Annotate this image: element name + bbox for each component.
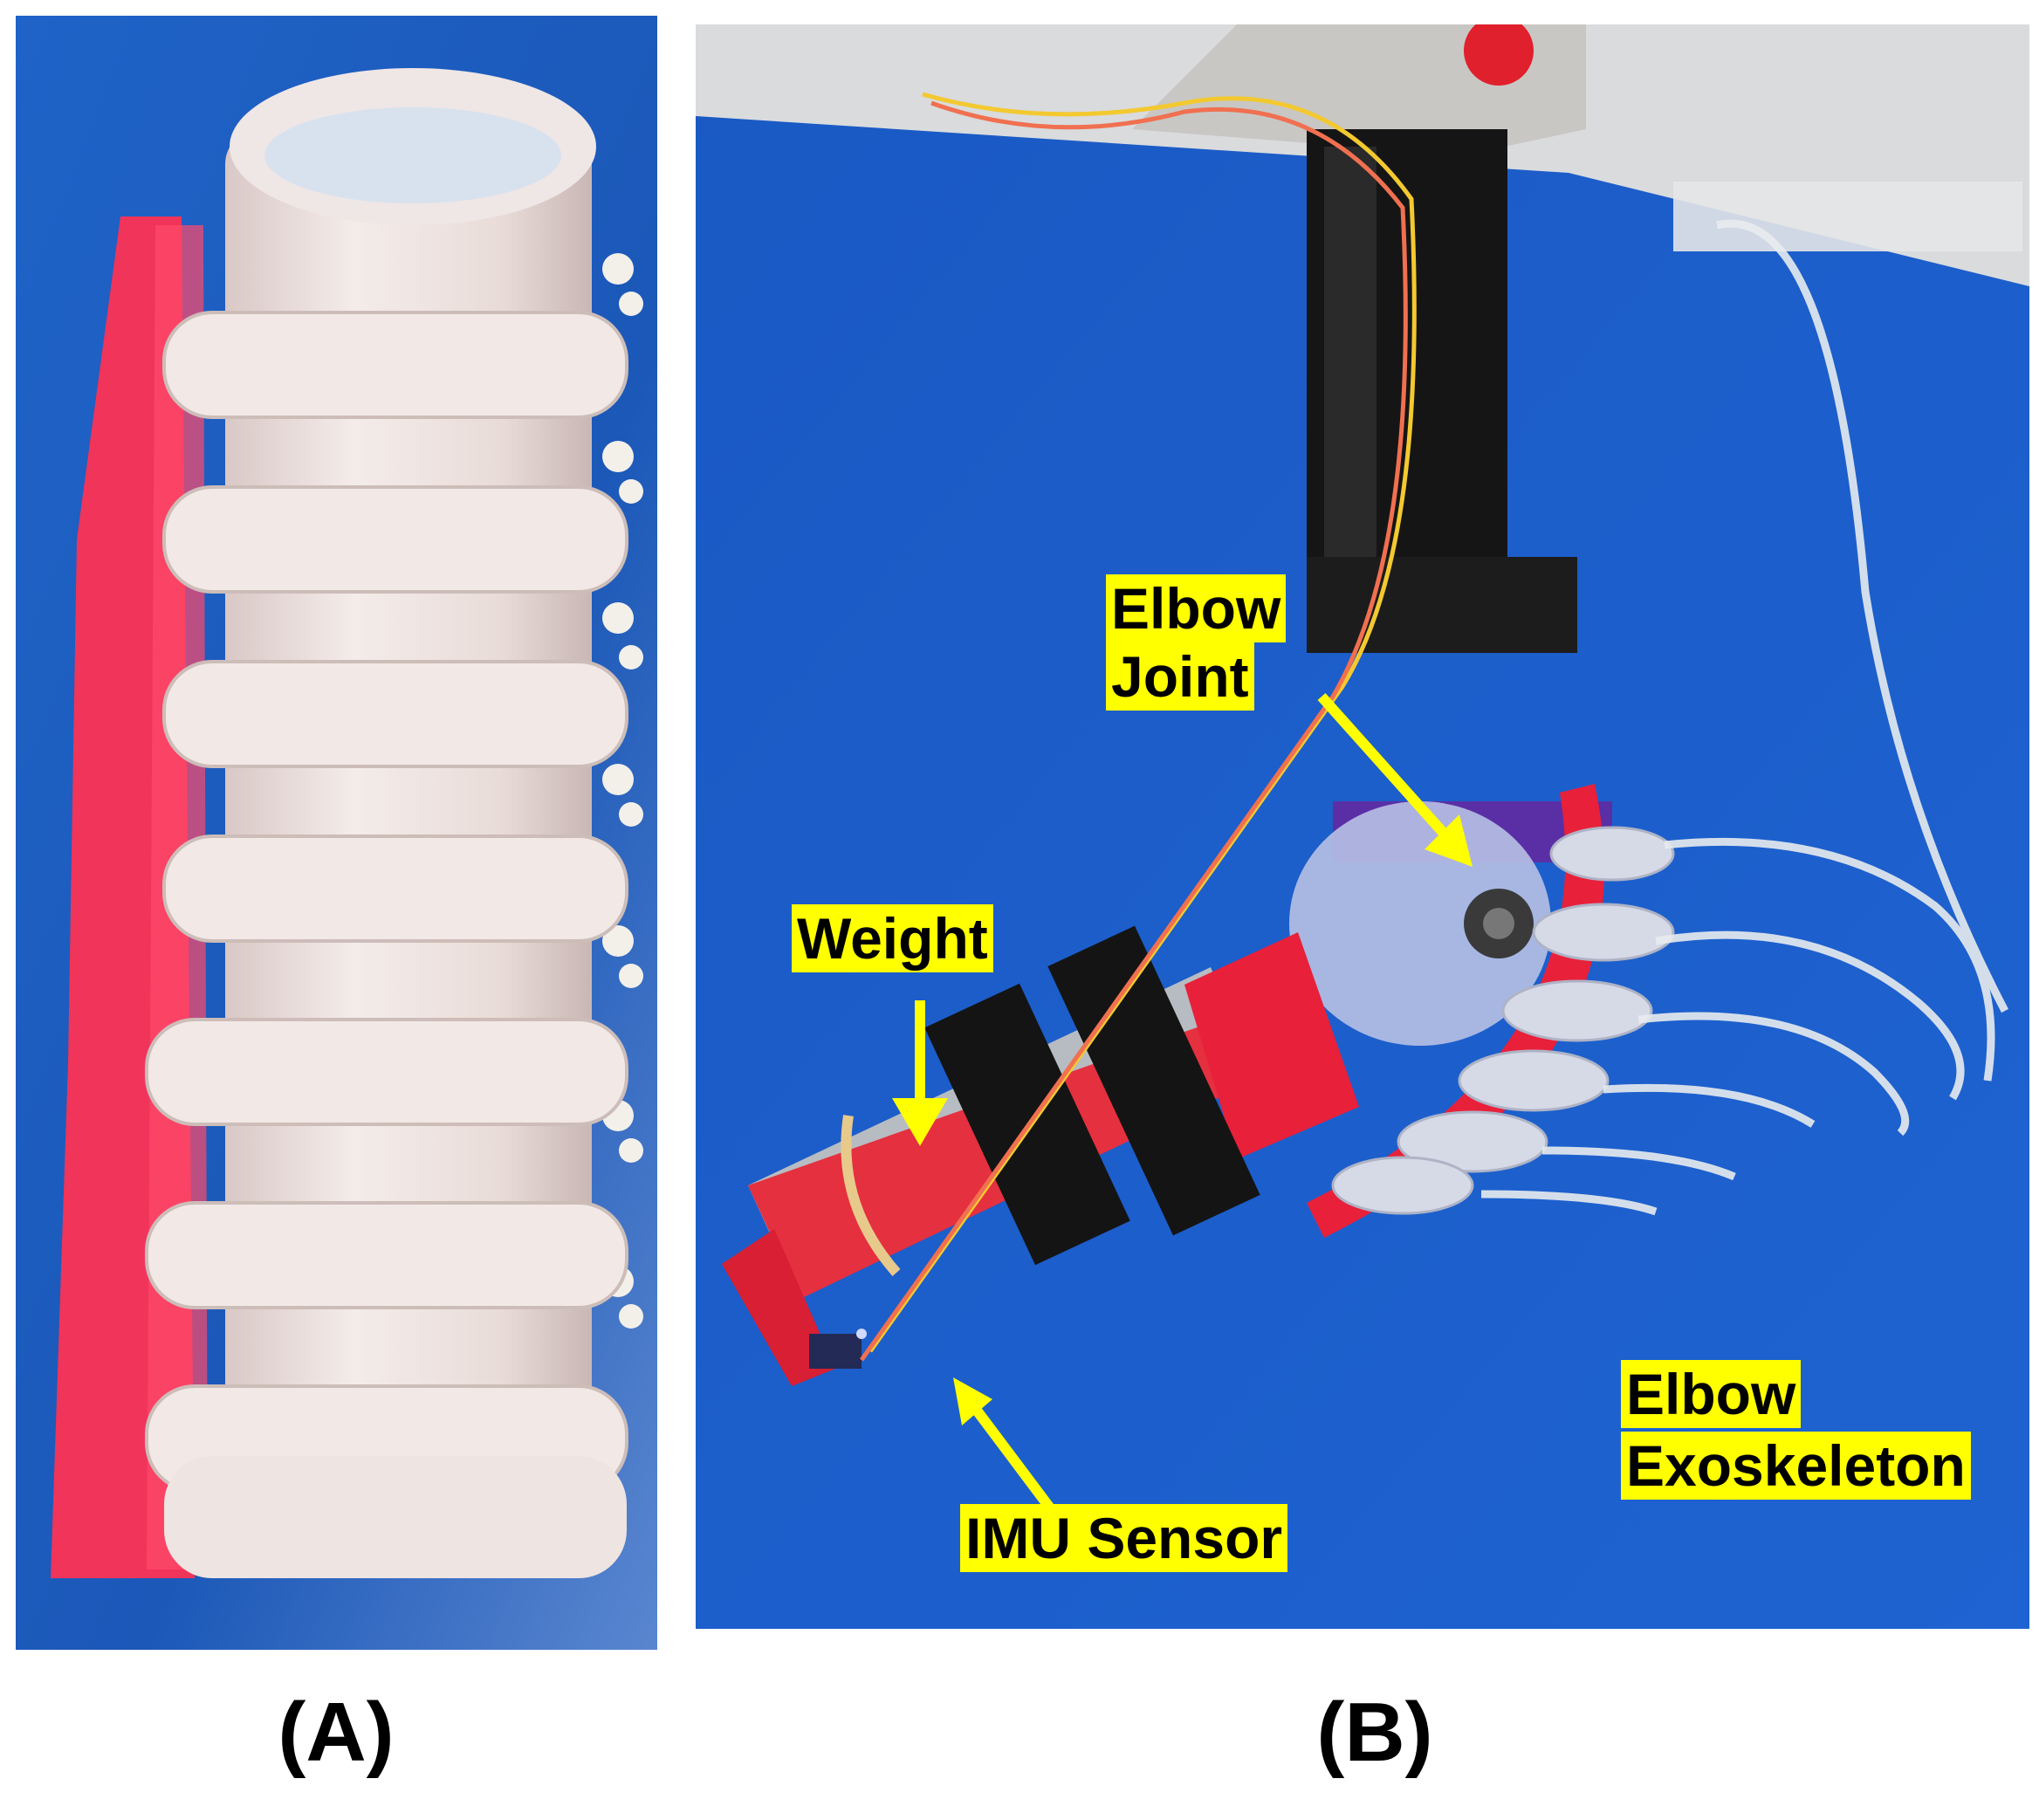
- callout-imu-sensor: IMU Sensor: [960, 1504, 1288, 1572]
- soft-actuator-illustration: [16, 16, 657, 1650]
- panel-label-b: (B): [1316, 1686, 1433, 1779]
- exoskeleton-illustration: [696, 24, 2029, 1629]
- photo-soft-actuator: [16, 16, 657, 1650]
- callout-elbow-joint: Elbow: [1106, 574, 1287, 642]
- callout-elbow-exoskeleton-line2: Exoskeleton: [1626, 1433, 1966, 1498]
- callout-elbow-exoskeleton-2: Exoskeleton: [1621, 1432, 1971, 1500]
- callout-elbow-joint-line1: Elbow: [1111, 576, 1281, 641]
- callout-weight: Weight: [792, 904, 993, 972]
- photo-elbow-exoskeleton-setup: Elbow Joint Weight IMU Sensor Elbow Exos…: [696, 24, 2029, 1629]
- callout-elbow-joint-2: Joint: [1106, 642, 1254, 711]
- panel-label-a: (A): [278, 1686, 395, 1779]
- callout-elbow-joint-line2: Joint: [1111, 644, 1249, 709]
- callout-elbow-exoskeleton-1: Elbow: [1621, 1360, 1802, 1428]
- callout-elbow-exoskeleton-line1: Elbow: [1626, 1362, 1796, 1426]
